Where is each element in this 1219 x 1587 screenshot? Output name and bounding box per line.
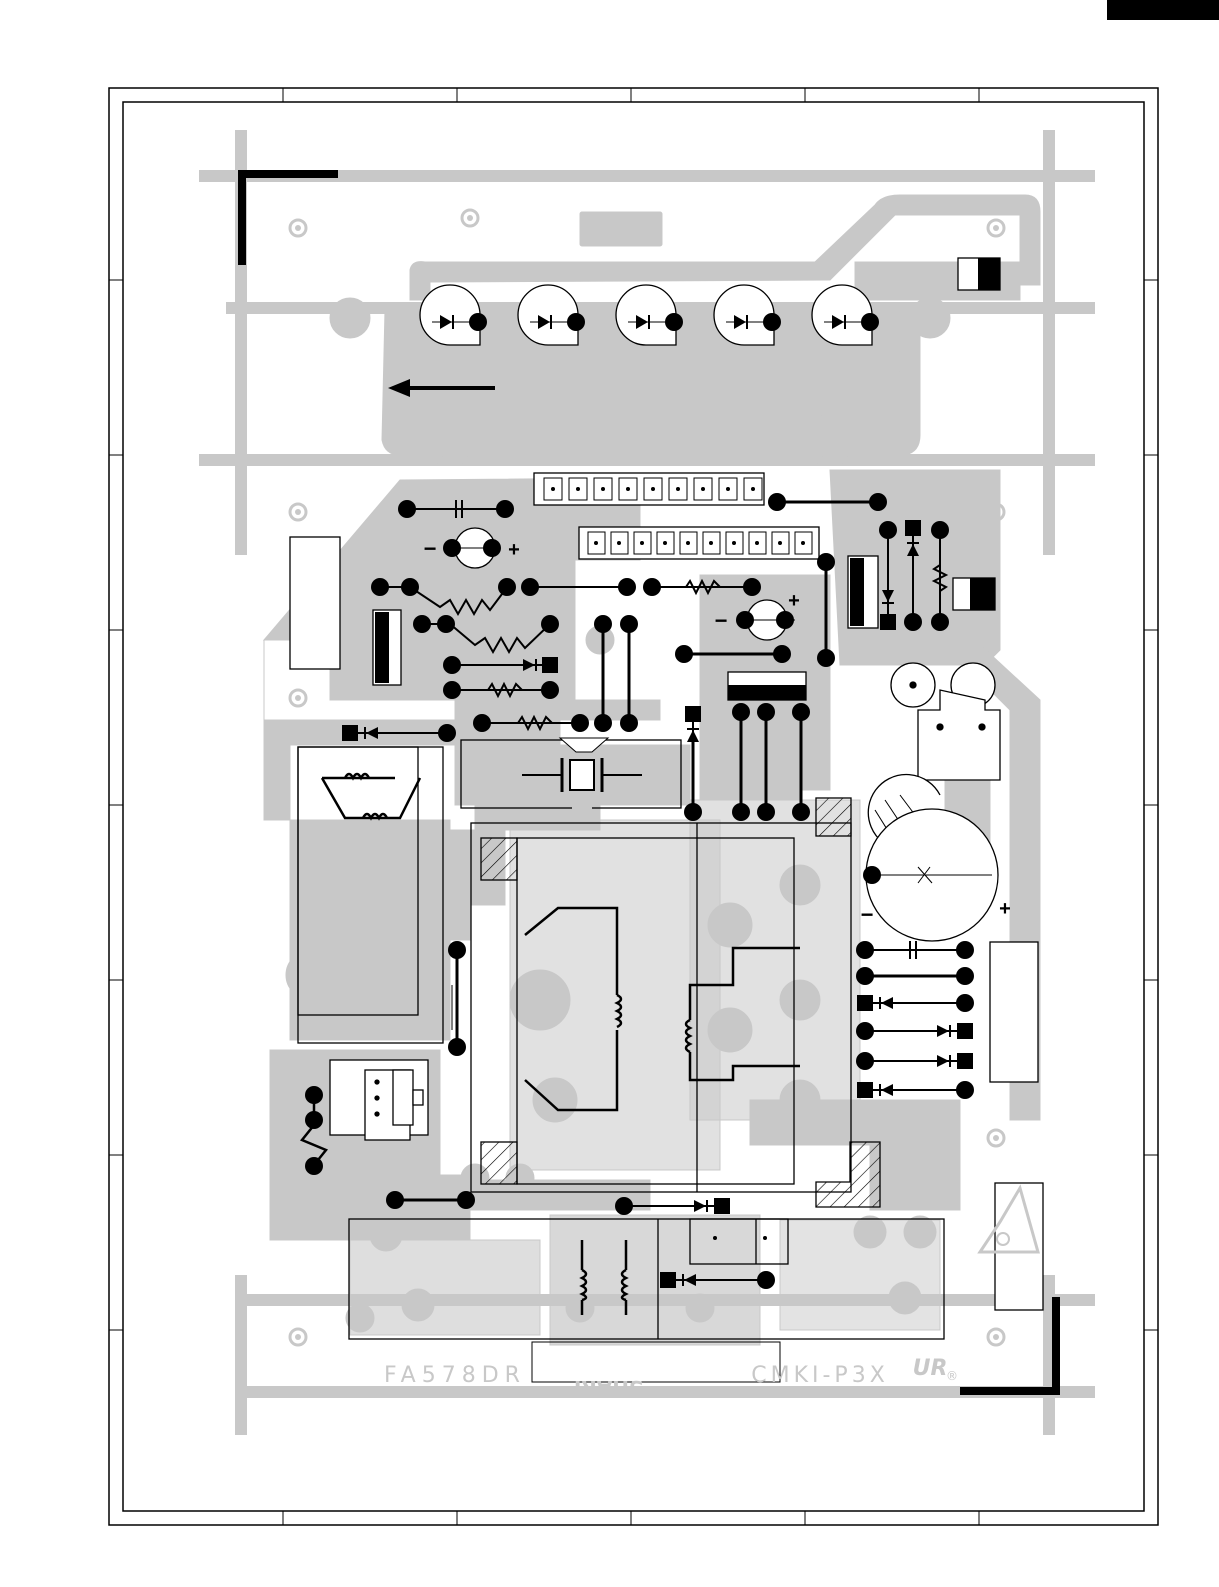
led-3	[616, 285, 683, 345]
silk-part-number-top: FA578DR	[399, 401, 541, 426]
registered-icon: ®	[895, 369, 907, 383]
silk-cert-mark-top: UR	[863, 358, 898, 383]
minus-sign: −	[861, 902, 874, 927]
connector-top-right	[958, 258, 1000, 290]
led-1	[420, 285, 487, 345]
silk-brand-bottom: SHARP	[567, 1376, 644, 1400]
silk-board-code-top: CMKI-P3X	[771, 401, 909, 426]
led-2	[518, 285, 585, 345]
trimmer-pot	[891, 663, 1000, 780]
diode-d5	[856, 1052, 973, 1070]
diode-icon	[937, 1025, 949, 1037]
minus-sign: −	[715, 608, 728, 633]
registered-icon: ®	[946, 1369, 958, 1383]
chip-left	[373, 610, 401, 685]
capacitor-c5	[856, 941, 974, 959]
fuse-holder	[980, 1183, 1043, 1310]
connector-right-lower	[990, 942, 1038, 1082]
silk-brand-box-bottom	[532, 1342, 780, 1382]
pin-header-lower	[579, 527, 819, 559]
connector-left	[290, 537, 340, 669]
minus-sign: −	[424, 536, 437, 561]
crystal-icon	[570, 760, 594, 790]
connector-right	[953, 578, 995, 610]
silk-part-number-bottom: FA578DR	[384, 1363, 526, 1388]
diode-icon	[694, 1200, 706, 1212]
pin-header-upper	[534, 473, 764, 505]
plus-sign: +	[999, 898, 1011, 920]
silk-cert-mark-bottom: UR	[913, 1356, 948, 1381]
diode-d6	[857, 1081, 974, 1099]
ic-chip	[728, 672, 806, 700]
silk-board-code-bottom: CMKI-P3X	[751, 1363, 889, 1388]
led-4	[714, 285, 781, 345]
diode-d4	[856, 1022, 973, 1040]
diode-icon	[687, 730, 699, 742]
plus-sign: +	[508, 539, 520, 561]
diode-icon	[881, 997, 893, 1009]
diode-icon	[937, 1055, 949, 1067]
diode-icon	[881, 1084, 893, 1096]
switch-bottom-left	[330, 1060, 428, 1140]
diode-d3	[857, 994, 974, 1012]
plus-sign: +	[788, 590, 800, 612]
